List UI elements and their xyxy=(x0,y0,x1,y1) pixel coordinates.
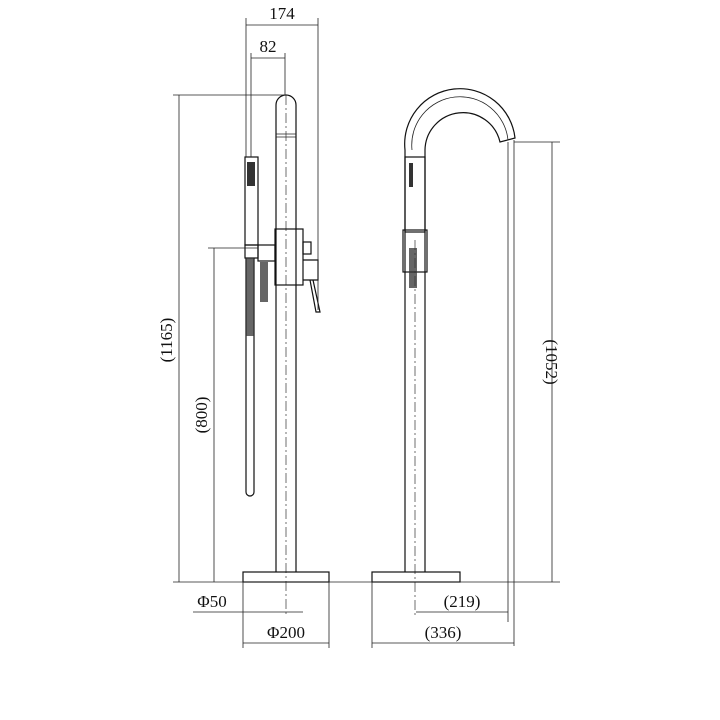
dim-219: (219) xyxy=(444,592,481,611)
dim-174: 174 xyxy=(269,4,295,23)
diverter-knob xyxy=(302,241,312,255)
dim-1052: (1052) xyxy=(542,339,561,384)
lever-base xyxy=(303,259,319,281)
dim-82: 82 xyxy=(260,37,277,56)
dim-1165: (1165) xyxy=(157,318,176,363)
inlet-hose xyxy=(260,262,268,302)
side-view xyxy=(371,88,516,646)
dim-phi200: Φ200 xyxy=(267,623,305,642)
dim-336: (336) xyxy=(425,623,462,642)
dimension-lines xyxy=(173,18,560,648)
mixer-body xyxy=(274,228,304,286)
side-gooseneck xyxy=(404,88,516,572)
shower-hose xyxy=(245,258,255,497)
shower-holder xyxy=(257,244,276,262)
shower-spray-face xyxy=(247,162,255,186)
dim-800: (800) xyxy=(192,397,211,434)
lever-handle xyxy=(309,279,321,313)
dim-phi50: Φ50 xyxy=(197,592,226,611)
side-base-plate xyxy=(371,571,461,583)
front-view xyxy=(242,94,330,615)
side-hand-shower xyxy=(404,156,426,233)
